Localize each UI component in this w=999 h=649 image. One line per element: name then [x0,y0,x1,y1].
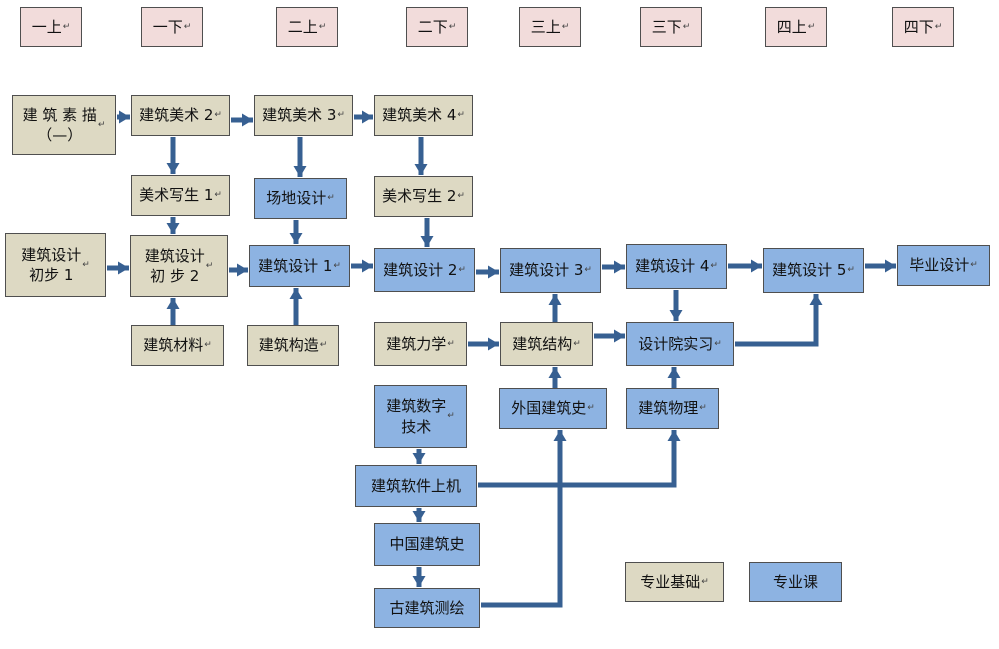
course-graduation-design: 毕业设计↵ [897,245,990,286]
course-mechanics: 建筑力学↵ [374,322,467,366]
course-construction: 建筑构造↵ [247,325,339,366]
connector-arrowhead-11 [237,263,248,277]
connector-arrowhead-5 [293,166,307,177]
connector-arrowhead-23 [809,294,823,305]
connector-arrowhead-29 [667,430,681,441]
course-structure: 建筑结构↵ [500,322,593,366]
connector-arrowhead-25 [667,367,681,378]
course-art-3: 建筑美术 3↵ [254,95,353,136]
course-software-lab: 建筑软件上机 [355,465,477,507]
connector-arrowhead-15 [751,259,762,273]
course-sketch-1: 建 筑 素 描 （—）↵ [12,95,116,155]
connector-arrowhead-27 [412,511,426,522]
course-digital-technology: 建筑数字 技术↵ [374,385,467,448]
connector-line-29 [478,430,677,488]
semester-2a: 二上↵ [276,7,338,47]
semester-2b: 二下↵ [406,7,468,47]
connector-arrowhead-24 [548,367,562,378]
legend-professional: 专业课 [749,562,842,602]
connector-line-30 [481,430,563,608]
connector-arrowhead-6 [414,164,428,175]
course-design-intro-1: 建筑设计 初步 1↵ [5,233,106,297]
course-foreign-architecture-history: 外国建筑史↵ [499,388,607,429]
course-building-physics: 建筑物理↵ [626,388,719,429]
connector-arrowhead-8 [289,233,303,244]
course-design-1: 建筑设计 1↵ [249,245,350,287]
semester-1b: 一下↵ [141,7,203,47]
course-chinese-architecture-history: 中国建筑史 [374,523,480,566]
connector-arrowhead-19 [488,337,499,351]
course-painting-1: 美术写生 1↵ [131,175,230,216]
semester-1a: 一上↵ [20,7,82,47]
semester-4a: 四上↵ [765,7,827,47]
course-design-5: 建筑设计 5↵ [763,248,864,293]
connector-arrowhead-16 [885,259,896,273]
course-materials: 建筑材料↵ [131,325,224,366]
connector-arrowhead-30 [553,430,567,441]
course-design-intro-2: 建筑设计 初 步 2↵ [130,235,228,297]
connector-arrowhead-17 [166,298,180,309]
connector-arrowhead-18 [289,288,303,299]
connector-arrowhead-3 [362,110,373,124]
course-painting-2: 美术写生 2↵ [374,176,473,217]
connector-arrowhead-2 [242,113,253,127]
connector-arrowhead-22 [669,310,683,321]
course-design-4: 建筑设计 4↵ [626,244,727,289]
course-design-3: 建筑设计 3↵ [500,248,601,293]
connector-arrowhead-4 [166,163,180,174]
course-ancient-building-survey: 古建筑测绘 [374,588,480,628]
semester-4b: 四下↵ [892,7,954,47]
semester-3a: 三上↵ [519,7,581,47]
connector-arrowhead-14 [614,260,625,274]
arrow-layer [107,110,896,608]
semester-3b: 三下↵ [640,7,702,47]
course-art-4: 建筑美术 4↵ [374,95,473,136]
connector-arrowhead-9 [420,236,434,247]
connector-arrowhead-12 [362,259,373,273]
course-site-design: 场地设计↵ [254,178,347,219]
connector-arrowhead-21 [548,294,562,305]
connector-arrowhead-7 [166,223,180,234]
connector-arrowhead-10 [118,261,129,275]
connector-line-23 [735,294,819,347]
connector-arrowhead-1 [119,110,130,124]
connector-arrowhead-13 [488,265,499,279]
connector-arrowhead-26 [412,453,426,464]
connector-arrowhead-20 [614,329,625,343]
connector-arrowhead-28 [412,576,426,587]
course-design-institute-internship: 设计院实习↵ [626,322,734,366]
course-design-2: 建筑设计 2↵ [374,248,475,292]
legend-foundation: 专业基础↵ [625,562,724,602]
course-art-2: 建筑美术 2↵ [131,95,230,136]
